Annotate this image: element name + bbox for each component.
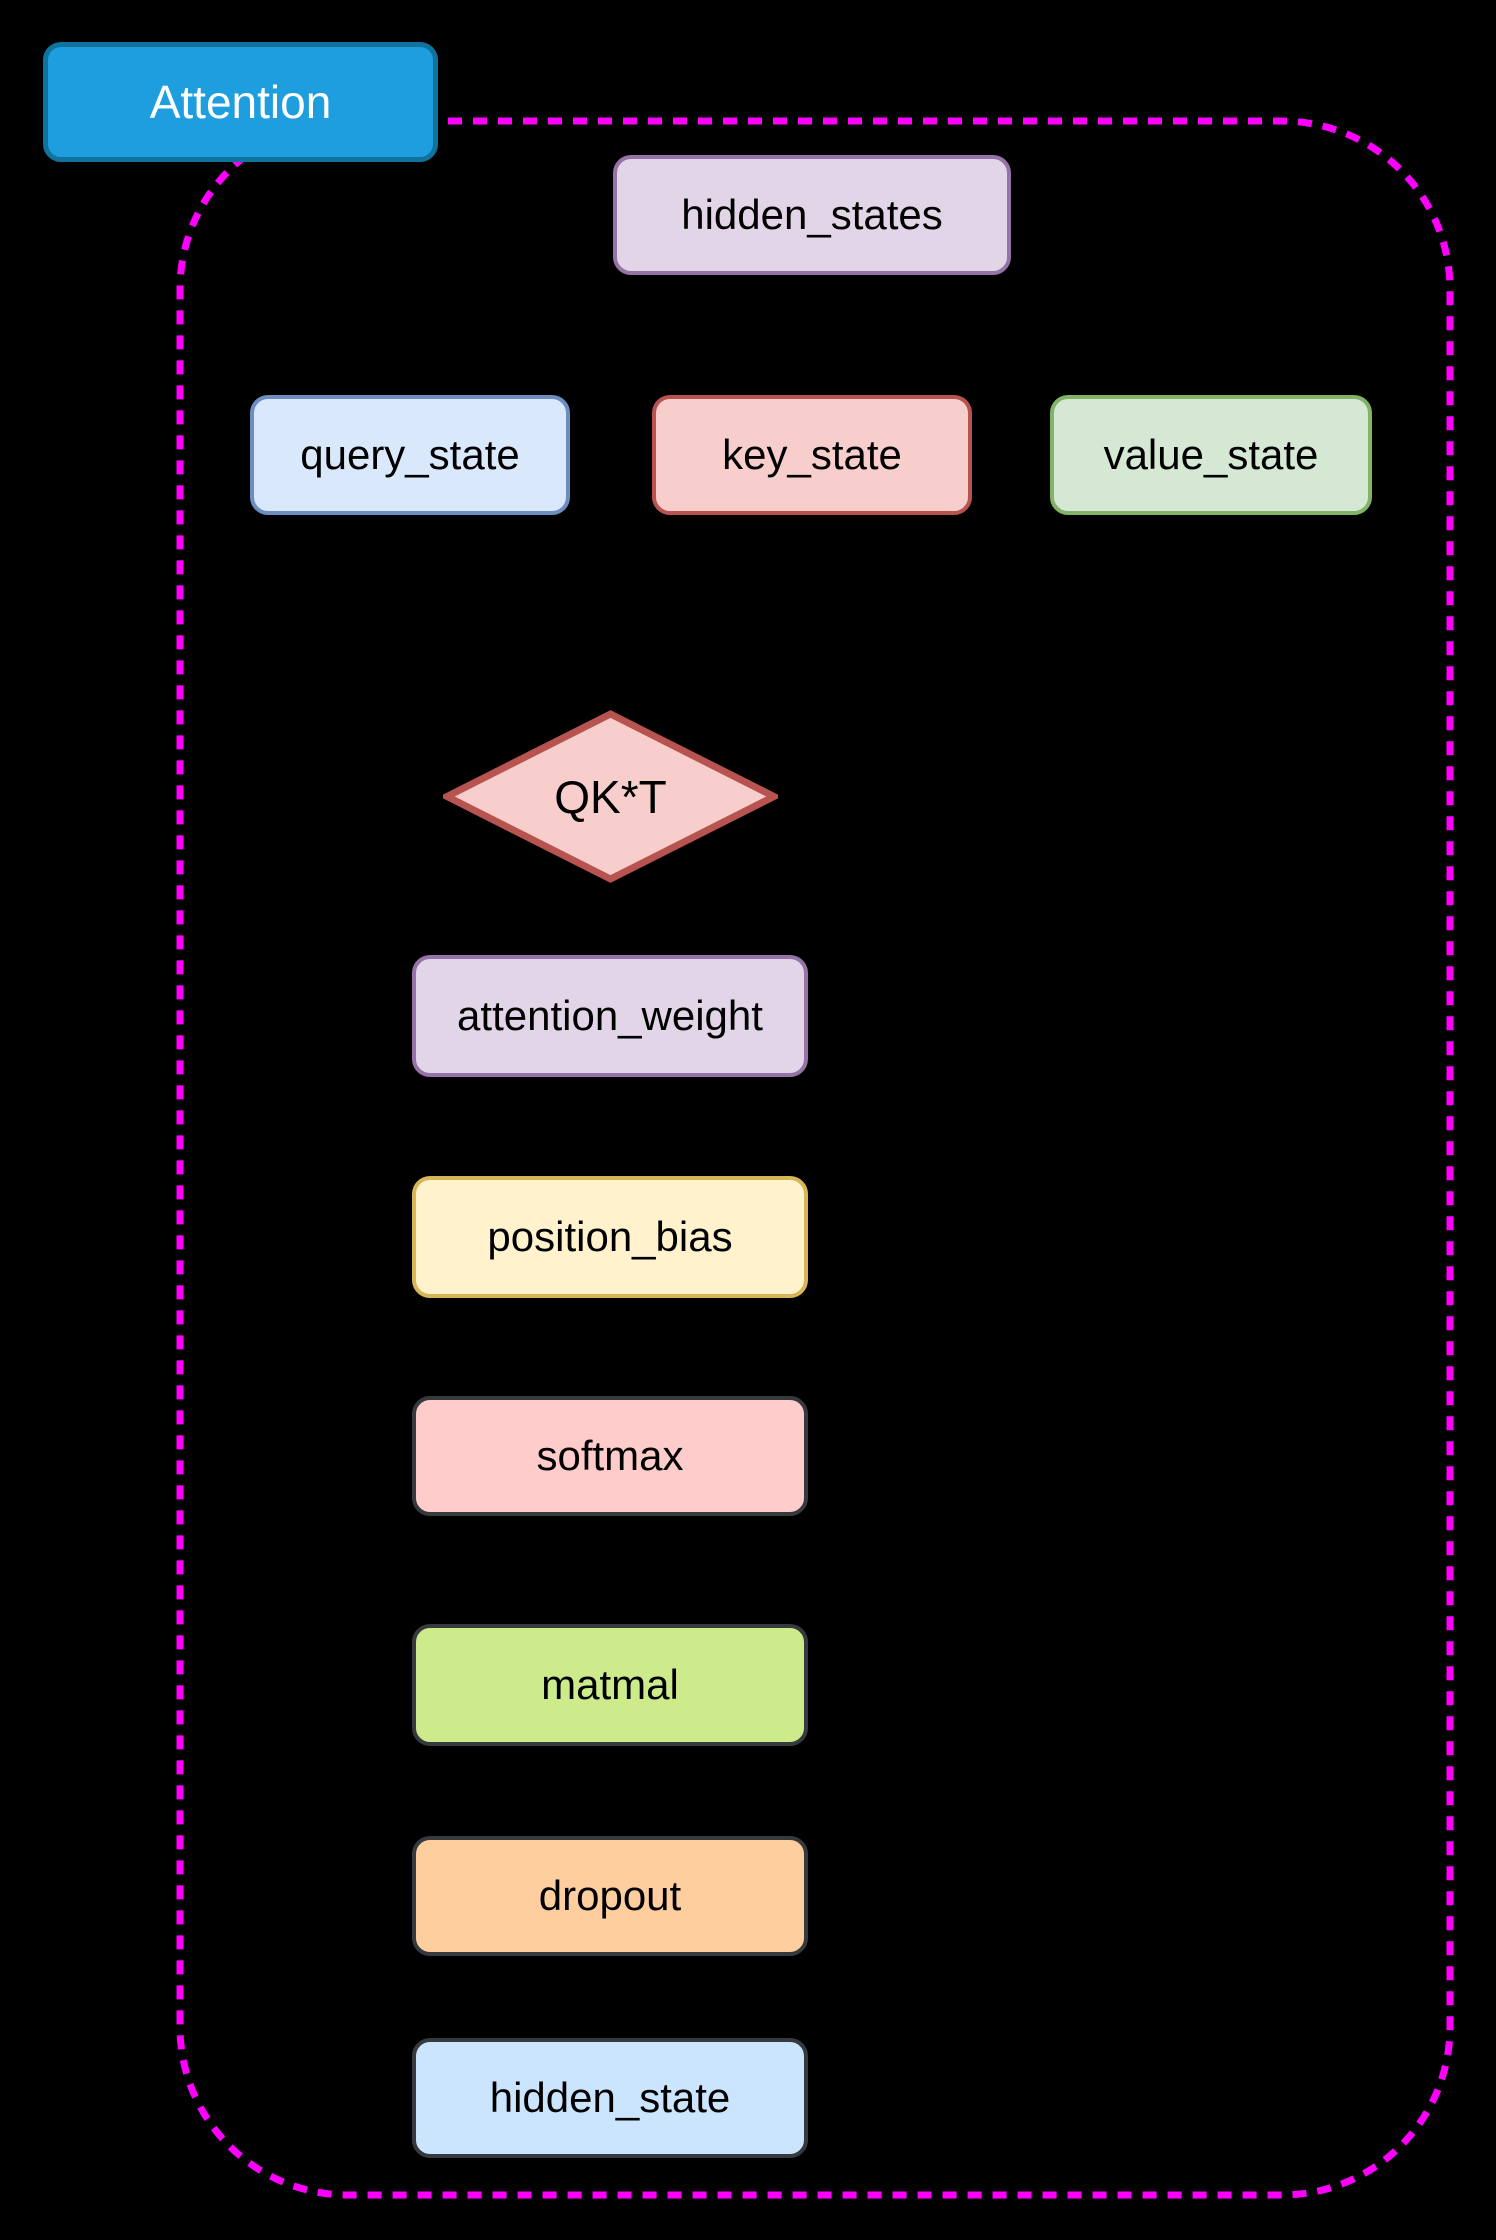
node-query-state[interactable]: query_state [250,395,570,515]
node-hidden-states-label: hidden_states [681,191,943,238]
node-qkt[interactable]: QK*T [443,710,778,883]
node-hidden-state[interactable]: hidden_state [412,2038,808,2158]
node-key-state-label: key_state [722,431,902,478]
attention-title-label: Attention [149,76,332,128]
node-dropout[interactable]: dropout [412,1836,808,1956]
node-softmax-label: softmax [536,1432,684,1479]
qkt-diamond-shape [443,710,778,883]
node-query-state-label: query_state [300,431,520,478]
node-value-state[interactable]: value_state [1050,395,1372,515]
node-position-bias-label: position_bias [487,1213,733,1260]
node-position-bias[interactable]: position_bias [412,1176,808,1298]
node-hidden-states[interactable]: hidden_states [613,155,1011,275]
node-attention-weight-label: attention_weight [457,992,763,1039]
node-matmal-label: matmal [541,1661,679,1708]
node-softmax[interactable]: softmax [412,1396,808,1516]
qkt-diamond-polygon [443,710,778,883]
node-key-state[interactable]: key_state [652,395,972,515]
node-qkt-label: QK*T [554,770,667,823]
node-matmal[interactable]: matmal [412,1624,808,1746]
node-attention-weight[interactable]: attention_weight [412,955,808,1077]
attention-title-button[interactable]: Attention [43,42,438,162]
node-hidden-state-label: hidden_state [489,2074,731,2121]
node-value-state-label: value_state [1103,431,1319,478]
node-dropout-label: dropout [538,1872,682,1919]
